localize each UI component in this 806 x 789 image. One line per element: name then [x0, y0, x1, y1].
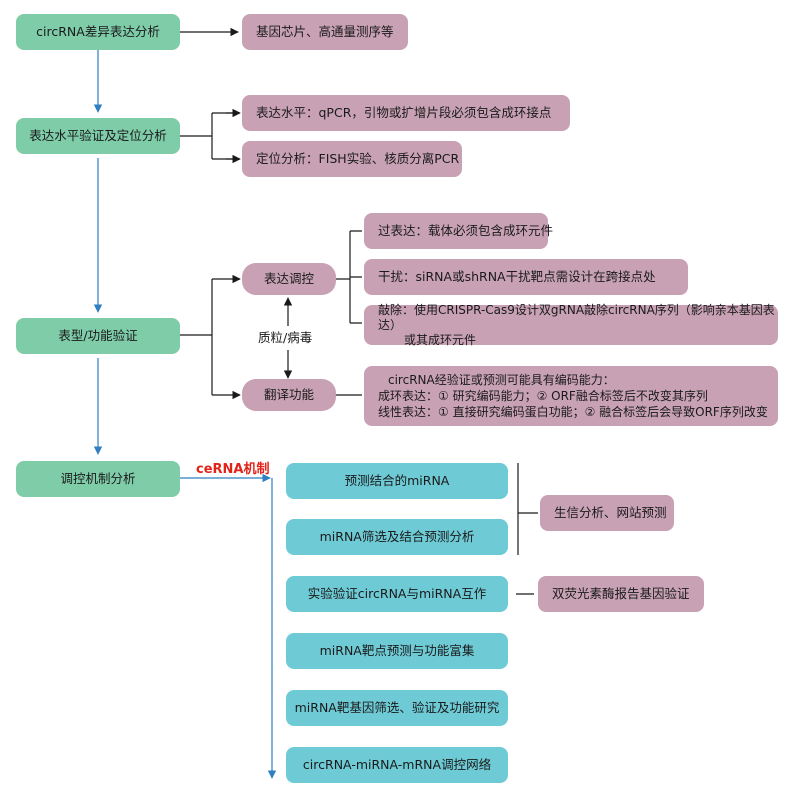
luciferase-detail: 双荧光素酶报告基因验证	[538, 576, 704, 612]
bioinfo-bracket	[517, 463, 538, 555]
translation-line-1: circRNA经验证或预测可能具有编码能力：	[388, 373, 615, 387]
cerna-step-6: circRNA-miRNA-mRNA调控网络	[286, 747, 508, 783]
cerna-label: ceRNA机制	[196, 462, 270, 477]
cerna-step-2: miRNA筛选及结合预测分析	[286, 519, 508, 555]
translation-line-2: 成环表达：① 研究编码能力；② ORF融合标签后不改变其序列	[378, 389, 708, 403]
translation-node: 翻译功能	[242, 379, 336, 411]
expression-level-detail: 表达水平：qPCR，引物或扩增片段必须包含成环接点	[242, 95, 570, 131]
cerna-step-5: miRNA靶基因筛选、验证及功能研究	[286, 690, 508, 726]
interference-detail: 干扰：siRNA或shRNA干扰靶点需设计在跨接点处	[364, 259, 688, 295]
knockout-detail: 敲除：使用CRISPR-Cas9设计双gRNA敲除circRNA序列（影响亲本基…	[364, 302, 778, 347]
step2-bracket	[180, 112, 238, 160]
regulation-bracket	[336, 230, 362, 324]
translation-line-3: 线性表达：① 直接研究编码蛋白功能；② 融合标签后会导致ORF序列改变	[378, 405, 768, 419]
translation-detail: circRNA经验证或预测可能具有编码能力： 成环表达：① 研究编码能力；② O…	[364, 366, 778, 426]
regulation-node: 表达调控	[242, 263, 336, 295]
cerna-step-1: 预测结合的miRNA	[286, 463, 508, 499]
main-step-3: 表型/功能验证	[16, 318, 180, 354]
localization-detail: 定位分析：FISH实验、核质分离PCR	[242, 141, 462, 177]
bioinfo-detail: 生信分析、网站预测	[540, 495, 674, 531]
step3-bracket	[180, 279, 213, 395]
main-step-2: 表达水平验证及定位分析	[16, 118, 180, 154]
knockout-line-2: 或其成环元件	[404, 332, 477, 347]
main-step-4: 调控机制分析	[16, 461, 180, 497]
overexpression-detail: 过表达：载体必须包含成环元件	[364, 213, 553, 249]
main-step-1: circRNA差异表达分析	[16, 14, 180, 50]
cerna-step-4: miRNA靶点预测与功能富集	[286, 633, 508, 669]
knockout-line-1: 敲除：使用CRISPR-Cas9设计双gRNA敲除circRNA序列（影响亲本基…	[378, 302, 775, 332]
vector-label: 质粒/病毒	[258, 330, 313, 345]
cerna-step-3: 实验验证circRNA与miRNA互作	[286, 576, 508, 612]
step1-detail: 基因芯片、高通量测序等	[242, 14, 408, 50]
